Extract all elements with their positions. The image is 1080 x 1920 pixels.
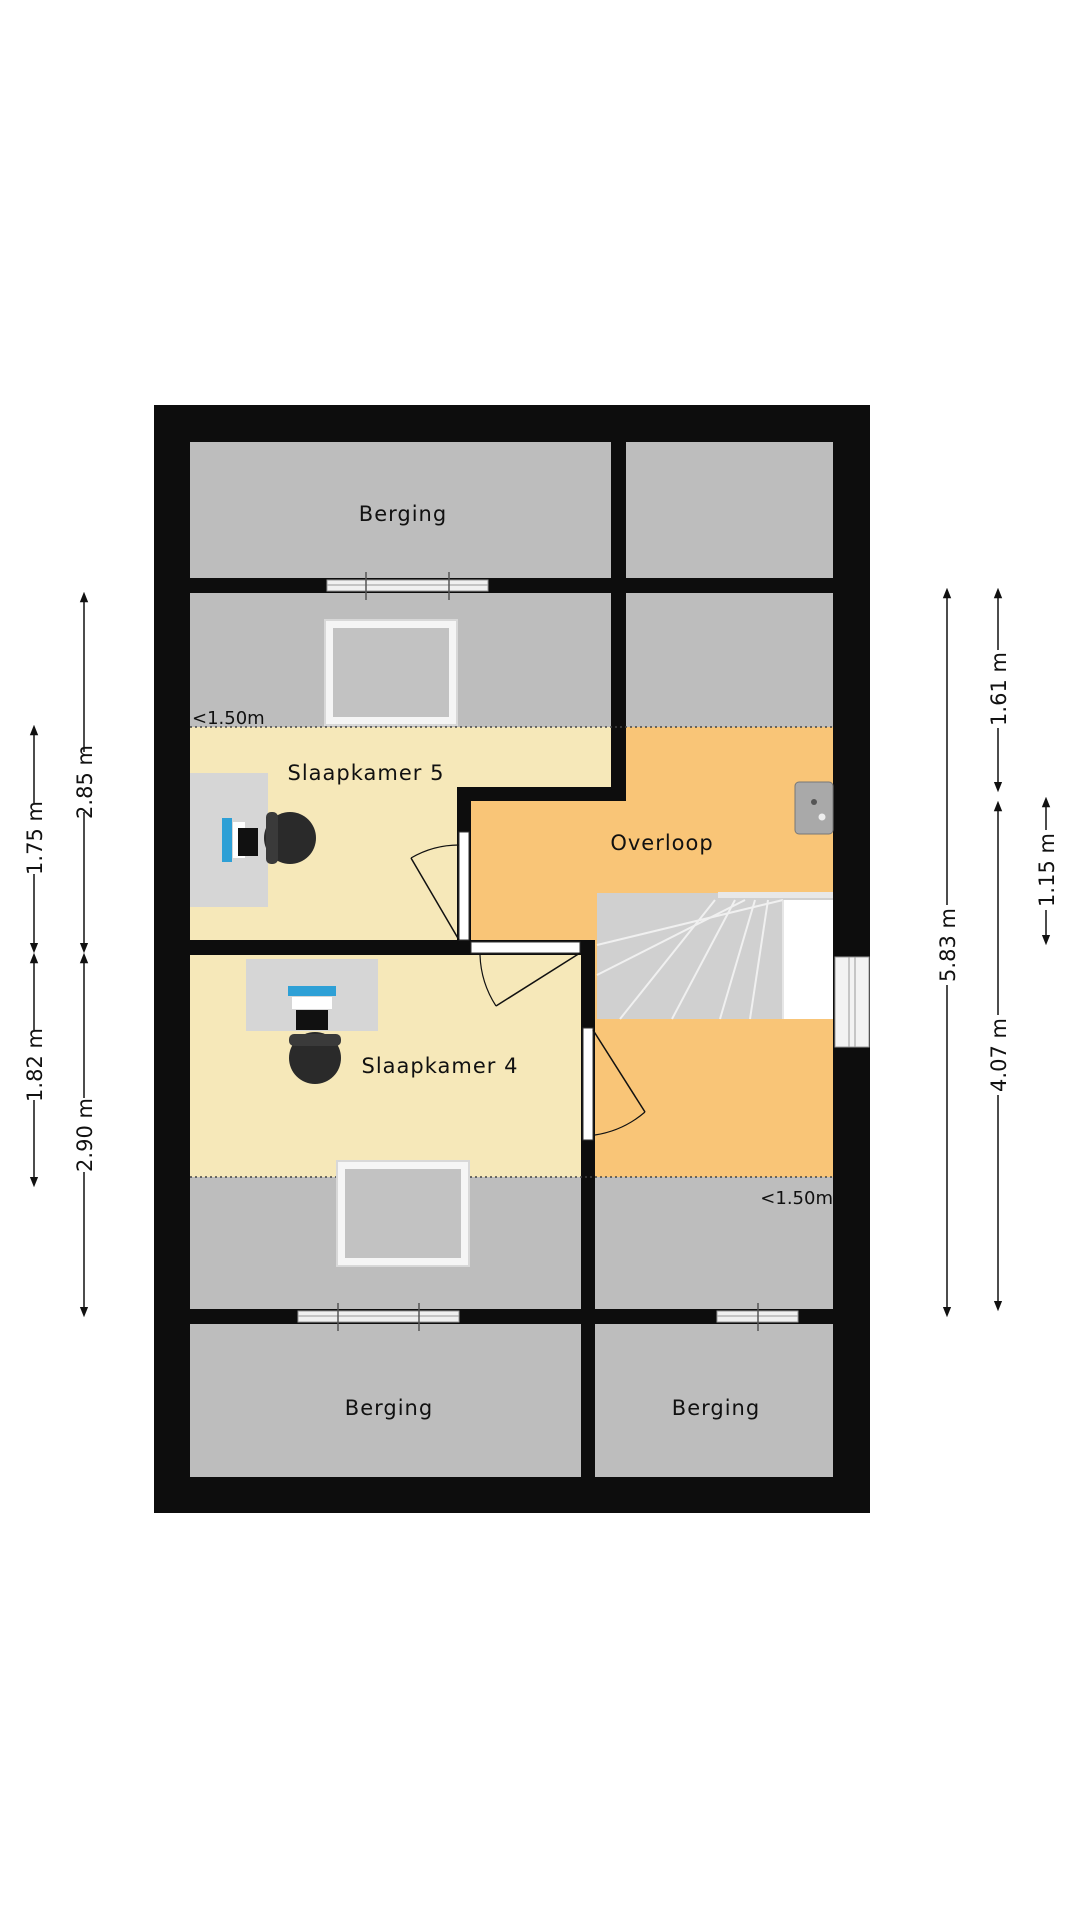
attic-strip-lower-right: [595, 1177, 833, 1309]
dim-right-upper: 1.61 m: [987, 587, 1011, 793]
wall-vertical-bottom: [581, 940, 595, 1477]
storage-top-right: [626, 442, 833, 578]
door-slaapkamer-4[interactable]: [470, 941, 581, 1007]
dim-right-stair-label: 1.15 m: [1035, 833, 1059, 907]
storage-top-left: [190, 442, 611, 578]
room-slaapkamer-5: [190, 727, 611, 940]
skylight-bottom: [336, 1160, 470, 1267]
staircase: [596, 892, 833, 1020]
height-note-bottom-right: <1.50m: [760, 1188, 833, 1209]
dim-right-stair: 1.15 m: [1035, 796, 1059, 946]
storage-bottom-right: [595, 1324, 833, 1477]
height-note-top-left: <1.50m: [192, 708, 265, 729]
dim-left-outer-bottom: 2.90 m: [73, 952, 97, 1318]
attic-strip-upper-right: [626, 593, 833, 727]
dim-left-inner-bottom-label: 1.82 m: [23, 1028, 47, 1102]
dim-right-upper-label: 1.61 m: [987, 652, 1011, 726]
sink: [794, 781, 834, 835]
door-slaapkamer-5[interactable]: [410, 831, 470, 941]
desk-slaapkamer-4: [246, 959, 378, 1084]
label-overloop: Overloop: [610, 831, 713, 855]
dim-left-outer-bottom-label: 2.90 m: [73, 1098, 97, 1172]
wall-notch-horizontal: [457, 787, 626, 801]
storage-bottom-left: [190, 1324, 581, 1477]
window-top: [326, 572, 489, 600]
label-slaapkamer-4: Slaapkamer 4: [362, 1054, 519, 1078]
label-berging-bottom-left: Berging: [345, 1396, 433, 1420]
label-berging-top: Berging: [359, 502, 447, 526]
window-right-wall: [834, 956, 870, 1048]
label-slaapkamer-5: Slaapkamer 5: [288, 761, 445, 785]
label-berging-bottom-right: Berging: [672, 1396, 760, 1420]
wall-storage-top: [190, 578, 833, 593]
dim-right-lower: 4.07 m: [987, 800, 1011, 1312]
window-bottom-right: [716, 1303, 799, 1331]
dim-left-inner-top: 1.75 m: [23, 724, 47, 954]
dim-right-lower-label: 4.07 m: [987, 1018, 1011, 1092]
wall-bedrooms-divider: [190, 940, 471, 955]
door-overloop-lower[interactable]: [582, 1027, 646, 1141]
skylight-top: [324, 619, 458, 726]
dim-left-outer-top-label: 2.85 m: [73, 745, 97, 819]
window-bottom-left: [297, 1303, 460, 1331]
desk-slaapkamer-5: [190, 773, 316, 907]
dim-left-outer-top: 2.85 m: [73, 591, 97, 954]
dim-right-total-label: 5.83 m: [936, 908, 960, 982]
dim-left-inner-top-label: 1.75 m: [23, 801, 47, 875]
dim-left-inner-bottom: 1.82 m: [23, 952, 47, 1188]
dim-right-total: 5.83 m: [936, 587, 960, 1318]
